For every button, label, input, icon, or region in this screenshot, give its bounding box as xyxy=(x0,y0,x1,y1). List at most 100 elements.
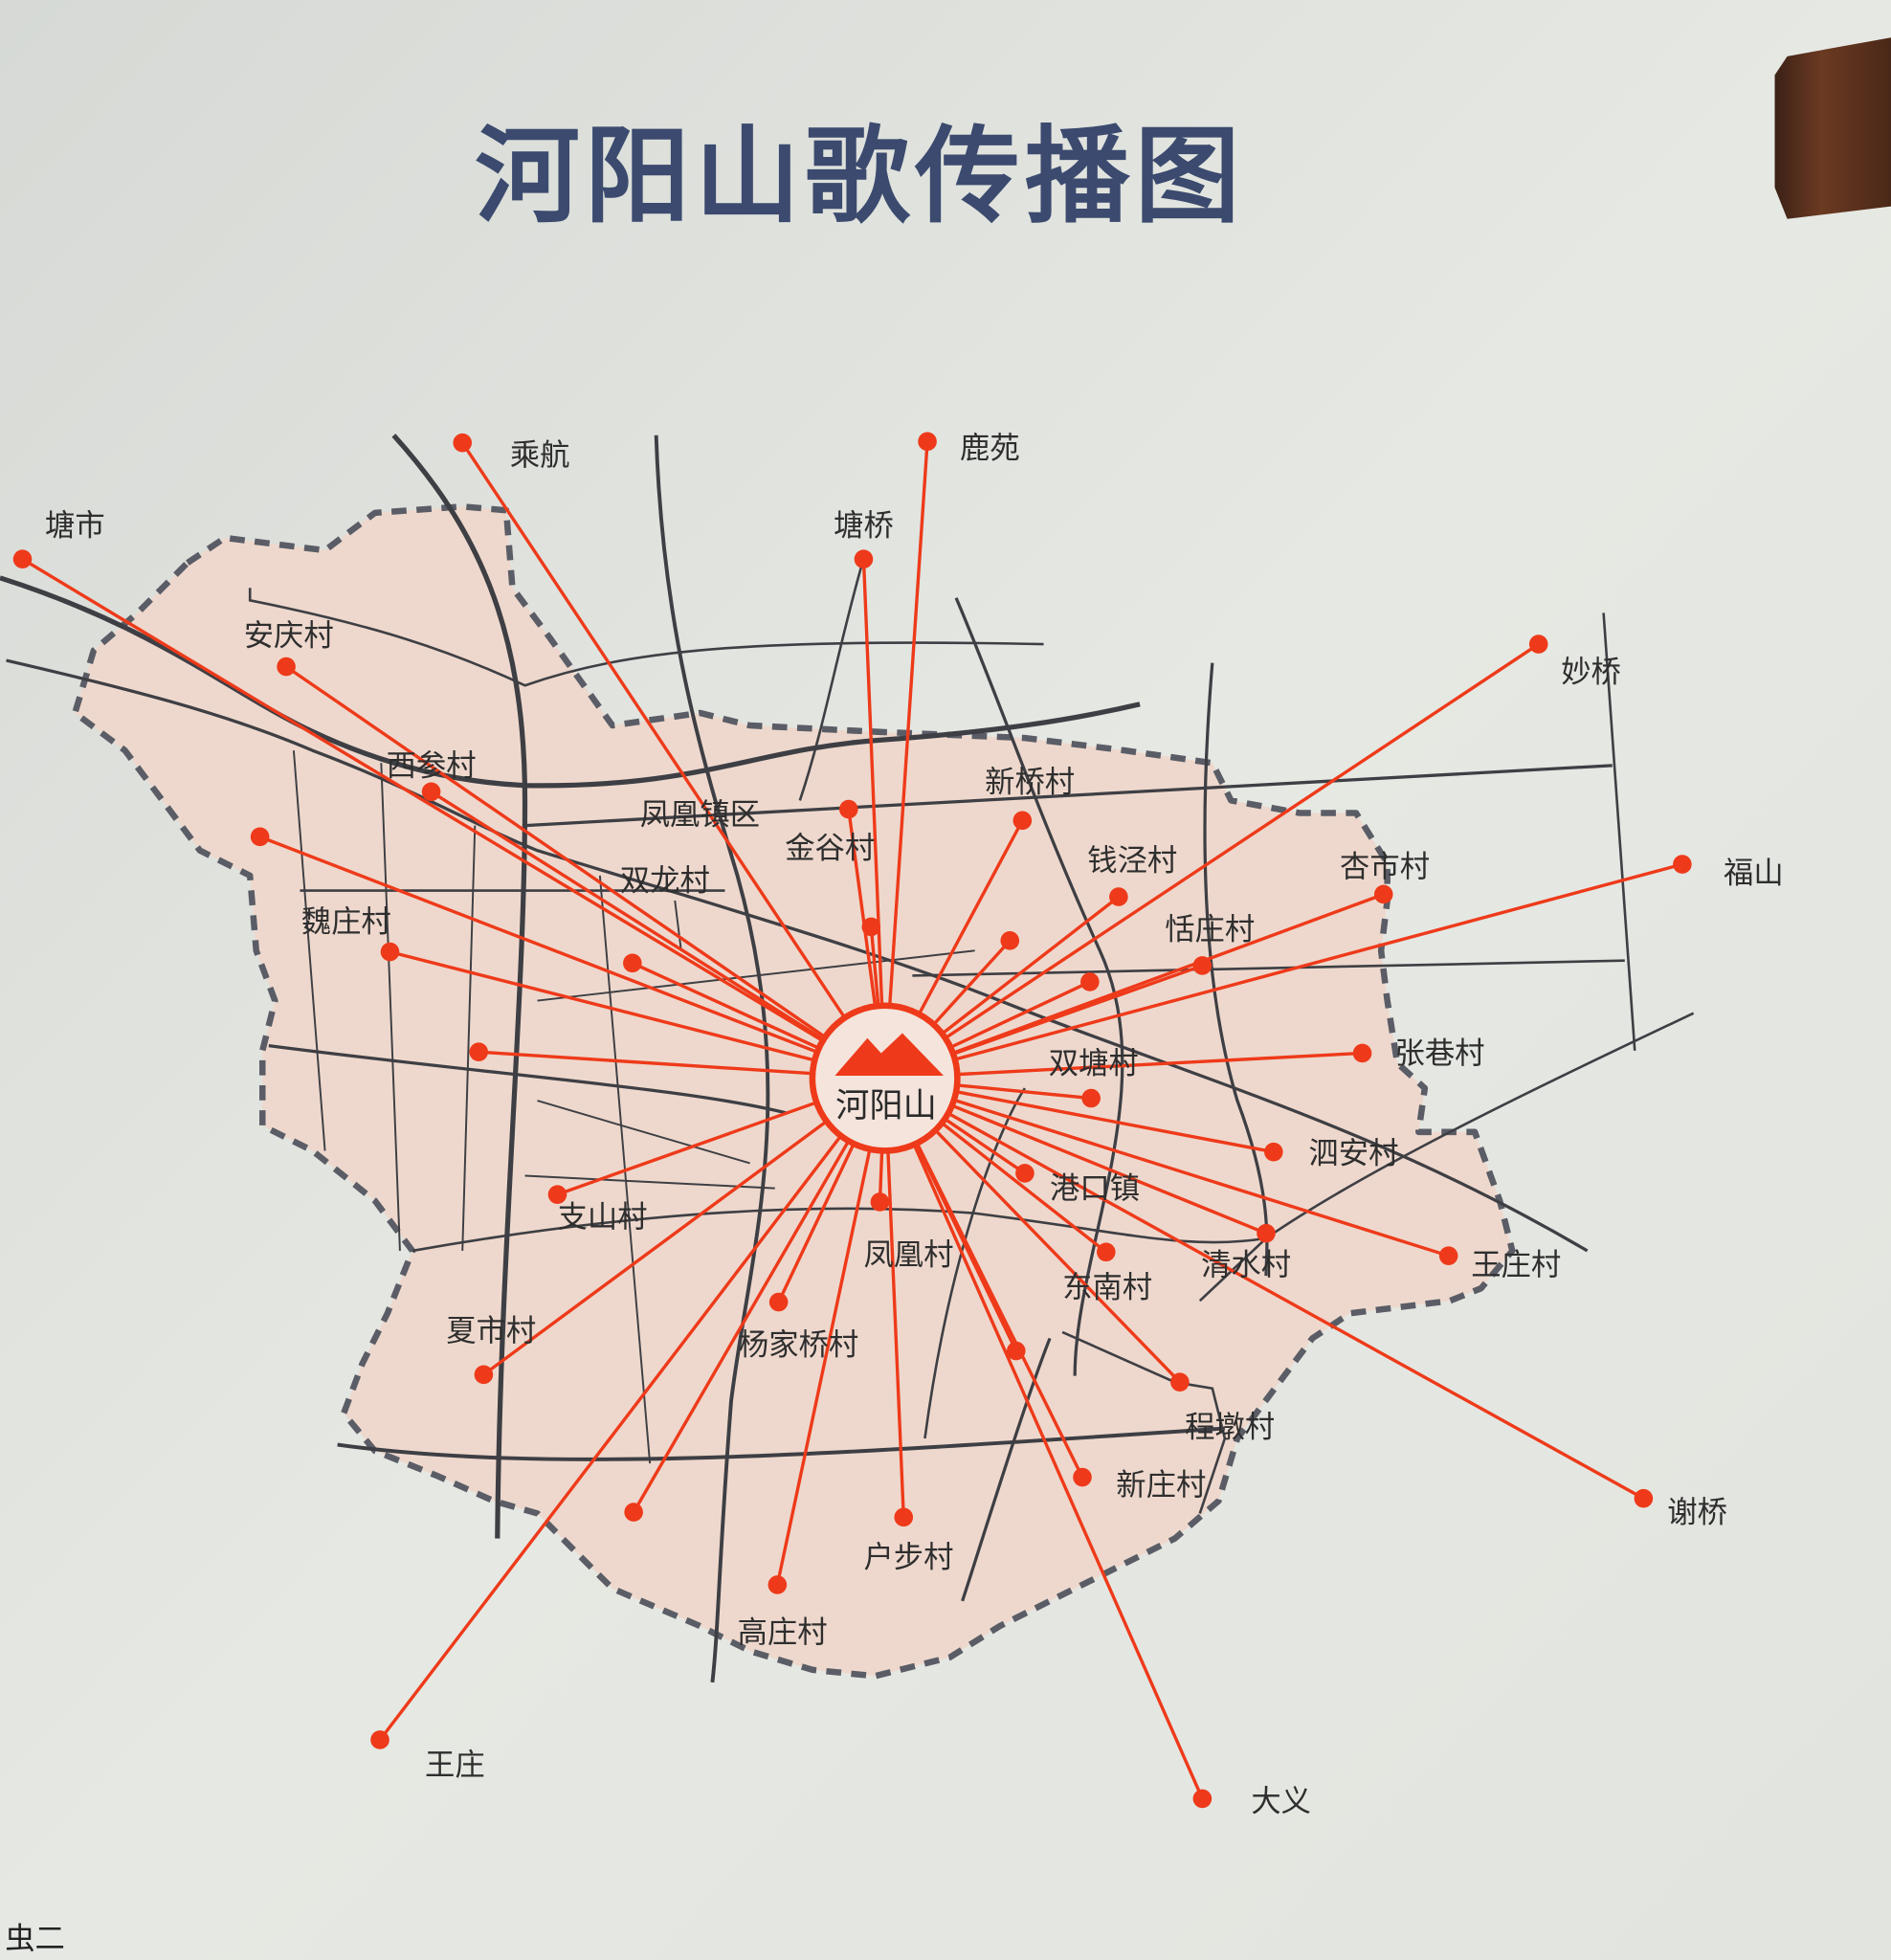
wooden-frame xyxy=(1774,37,1891,219)
place-label-西参村[interactable]: 西参村 xyxy=(387,748,477,783)
place-dot-安庆村[interactable] xyxy=(277,657,296,677)
route-line-妙桥 xyxy=(944,642,1540,1040)
place-label-王庄村[interactable]: 王庄村 xyxy=(1471,1248,1561,1282)
route-line-双塘村 xyxy=(956,1083,1092,1101)
route-line-夏市村 xyxy=(482,1120,828,1376)
place-dot-双塘村[interactable] xyxy=(1081,1088,1101,1108)
route-line-程墩村 xyxy=(934,1128,1182,1384)
place-label-清水村[interactable]: 清水村 xyxy=(1201,1248,1291,1282)
place-label-钱泾村[interactable]: 钱泾村 xyxy=(1087,844,1177,879)
place-dot-程墩村[interactable] xyxy=(1170,1372,1190,1392)
place-label-高庄村[interactable]: 高庄村 xyxy=(738,1615,828,1650)
route-line-西参村 xyxy=(430,790,825,1041)
place-label-塘桥[interactable]: 塘桥 xyxy=(834,508,894,543)
place-label-支山村[interactable]: 支山村 xyxy=(558,1200,648,1235)
place-dot-妙桥[interactable] xyxy=(1528,635,1548,654)
place-dot-王庄[interactable] xyxy=(370,1730,389,1749)
place-dot[interactable] xyxy=(1080,972,1100,991)
place-dot-东南村[interactable] xyxy=(1097,1242,1116,1262)
route-line-福山 xyxy=(954,862,1683,1061)
place-dot-支山村[interactable] xyxy=(547,1185,567,1204)
place-label-魏庄村[interactable]: 魏庄村 xyxy=(301,905,391,940)
place-label-港口镇[interactable]: 港口镇 xyxy=(1050,1171,1140,1206)
place-label-杏市村[interactable]: 杏市村 xyxy=(1340,850,1430,884)
place-dot-恬庄村[interactable] xyxy=(1192,956,1212,975)
place-dot-魏庄村[interactable] xyxy=(380,942,400,962)
place-label-新桥村[interactable]: 新桥村 xyxy=(985,765,1075,799)
place-label-双塘村[interactable]: 双塘村 xyxy=(1049,1046,1139,1080)
route-line-泗安村 xyxy=(955,1090,1275,1154)
place-dot-大义[interactable] xyxy=(1192,1789,1212,1809)
place-label-恬庄村[interactable]: 恬庄村 xyxy=(1165,913,1255,947)
place-label-新庄村[interactable]: 新庄村 xyxy=(1116,1468,1206,1503)
place-dot-户步村[interactable] xyxy=(894,1507,914,1527)
place-dot-塘桥[interactable] xyxy=(854,549,874,569)
place-label-鹿苑[interactable]: 鹿苑 xyxy=(960,431,1020,465)
route-lines xyxy=(21,441,1683,1800)
place-label-塘市[interactable]: 塘市 xyxy=(45,508,105,543)
place-dot[interactable] xyxy=(250,827,270,847)
route-line-杏市村 xyxy=(952,892,1385,1055)
mountain-icon xyxy=(834,1033,945,1076)
place-dot-凤凰镇区[interactable] xyxy=(838,799,858,819)
place-label-张巷村[interactable]: 张巷村 xyxy=(1395,1036,1485,1071)
place-dot-双龙村[interactable] xyxy=(623,953,642,973)
place-dots xyxy=(12,432,1692,1809)
place-dot-新庄村[interactable] xyxy=(1073,1467,1092,1487)
place-dot-高庄村[interactable] xyxy=(768,1575,788,1594)
place-label-安庆村[interactable]: 安庆村 xyxy=(244,618,334,653)
hub-河阳山[interactable]: 河阳山 xyxy=(809,1002,961,1154)
place-dot[interactable] xyxy=(624,1503,643,1522)
place-dot-乘航[interactable] xyxy=(453,433,473,453)
route-line-魏庄村 xyxy=(389,949,815,1062)
route-line xyxy=(632,1140,851,1513)
route-line-王庄 xyxy=(378,1134,843,1742)
place-label-户步村[interactable]: 户步村 xyxy=(863,1541,953,1575)
route-line-港口镇 xyxy=(944,1117,1026,1175)
route-line-塘市 xyxy=(21,557,824,1042)
place-label-凤凰村[interactable]: 凤凰村 xyxy=(863,1237,953,1272)
place-label-福山[interactable]: 福山 xyxy=(1724,857,1784,891)
place-dot-张巷村[interactable] xyxy=(1352,1043,1372,1063)
place-label-大义[interactable]: 大义 xyxy=(1251,1784,1311,1818)
place-label-杨家桥村[interactable]: 杨家桥村 xyxy=(739,1327,858,1362)
place-dot[interactable] xyxy=(1000,931,1020,950)
place-dot-清水村[interactable] xyxy=(1257,1223,1276,1243)
route-line-谢桥 xyxy=(947,1111,1645,1501)
place-dot-谢桥[interactable] xyxy=(1634,1488,1654,1508)
place-label-乘航[interactable]: 乘航 xyxy=(510,438,570,473)
place-dot-鹿苑[interactable] xyxy=(918,432,937,452)
place-label-夏市村[interactable]: 夏市村 xyxy=(446,1314,536,1348)
route-line-杨家桥村 xyxy=(777,1143,856,1303)
place-label-金谷村[interactable]: 金谷村 xyxy=(785,832,875,866)
place-dot-西参村[interactable] xyxy=(421,782,441,802)
route-line-双龙村 xyxy=(632,961,820,1050)
place-dot-杨家桥村[interactable] xyxy=(768,1292,789,1312)
route-line-金谷村 xyxy=(869,926,880,1007)
place-dot-泗安村[interactable] xyxy=(1264,1142,1283,1162)
place-dot-王庄村[interactable] xyxy=(1438,1246,1458,1265)
place-label-王庄[interactable]: 王庄 xyxy=(425,1748,485,1783)
route-line-凤凰镇区 xyxy=(847,809,878,1007)
place-dot[interactable] xyxy=(1006,1341,1026,1361)
place-label-谢桥[interactable]: 谢桥 xyxy=(1667,1496,1727,1530)
place-dot-夏市村[interactable] xyxy=(474,1365,494,1385)
place-dot-港口镇[interactable] xyxy=(1015,1164,1034,1183)
place-dot[interactable] xyxy=(469,1042,488,1061)
place-label-东南村[interactable]: 东南村 xyxy=(1062,1270,1152,1304)
place-label-泗安村[interactable]: 泗安村 xyxy=(1308,1136,1398,1170)
place-dot-新桥村[interactable] xyxy=(1012,811,1033,831)
place-dot-凤凰村[interactable] xyxy=(870,1192,890,1212)
place-label-妙桥[interactable]: 妙桥 xyxy=(1561,655,1621,689)
route-line-东南村 xyxy=(941,1122,1107,1254)
place-dot-塘市[interactable] xyxy=(12,549,33,569)
place-dot-钱泾村[interactable] xyxy=(1109,887,1128,906)
place-label-程墩村[interactable]: 程墩村 xyxy=(1185,1411,1275,1445)
route-line-乘航 xyxy=(460,441,847,1019)
place-dot-福山[interactable] xyxy=(1673,855,1692,874)
place-dot-杏市村[interactable] xyxy=(1373,884,1393,904)
place-label-双龙村[interactable]: 双龙村 xyxy=(620,864,710,899)
place-label-凤凰镇区[interactable]: 凤凰镇区 xyxy=(640,797,760,832)
place-dot-金谷村[interactable] xyxy=(861,917,881,937)
